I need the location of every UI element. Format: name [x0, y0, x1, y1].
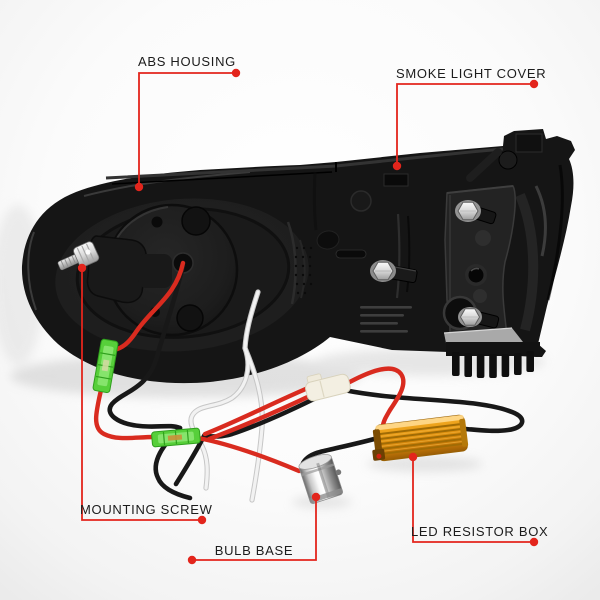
quick-splice-connector-vertical	[92, 338, 119, 394]
led-resistor-box-part	[372, 414, 469, 462]
mounting-screw-part	[57, 235, 172, 304]
bulb-base-label: BULB BASE	[214, 543, 294, 558]
bracket-bolt-upper	[455, 200, 497, 225]
white-wires	[188, 289, 265, 503]
bayonet-pin	[335, 469, 342, 476]
callout-abs-housing	[134, 68, 241, 192]
rubber-knob	[465, 264, 487, 286]
dotted-texture	[294, 246, 313, 295]
molded-text	[360, 306, 412, 333]
panel-bolt	[370, 260, 418, 284]
callout-bulb-base	[187, 492, 321, 565]
white-connector-plug	[305, 373, 351, 402]
callout-lines	[77, 68, 539, 565]
bracket-plate	[442, 185, 516, 347]
callout-smoke-light-cover	[392, 79, 539, 171]
callout-mounting-screw	[77, 263, 207, 525]
mounting-screw-stud	[57, 241, 100, 271]
led-resistor-box-label: LED RESISTOR BOX	[411, 524, 549, 539]
abs-housing-label: ABS HOUSING	[138, 54, 236, 69]
quick-splice-connector-horizontal	[151, 427, 201, 448]
serrated-edge	[446, 342, 540, 378]
red-wires	[93, 260, 406, 474]
housing-rim-highlights	[27, 147, 504, 311]
bracket-bolt-lower	[442, 295, 500, 331]
smoke-light-cover-part	[443, 133, 564, 378]
callout-led-resistor-box	[408, 452, 539, 547]
mounting-screw-label: MOUNTING SCREW	[80, 502, 213, 517]
smoke-light-cover-label: SMOKE LIGHT COVER	[396, 66, 547, 81]
wiring-harness	[93, 260, 525, 503]
back-panel	[294, 173, 418, 333]
